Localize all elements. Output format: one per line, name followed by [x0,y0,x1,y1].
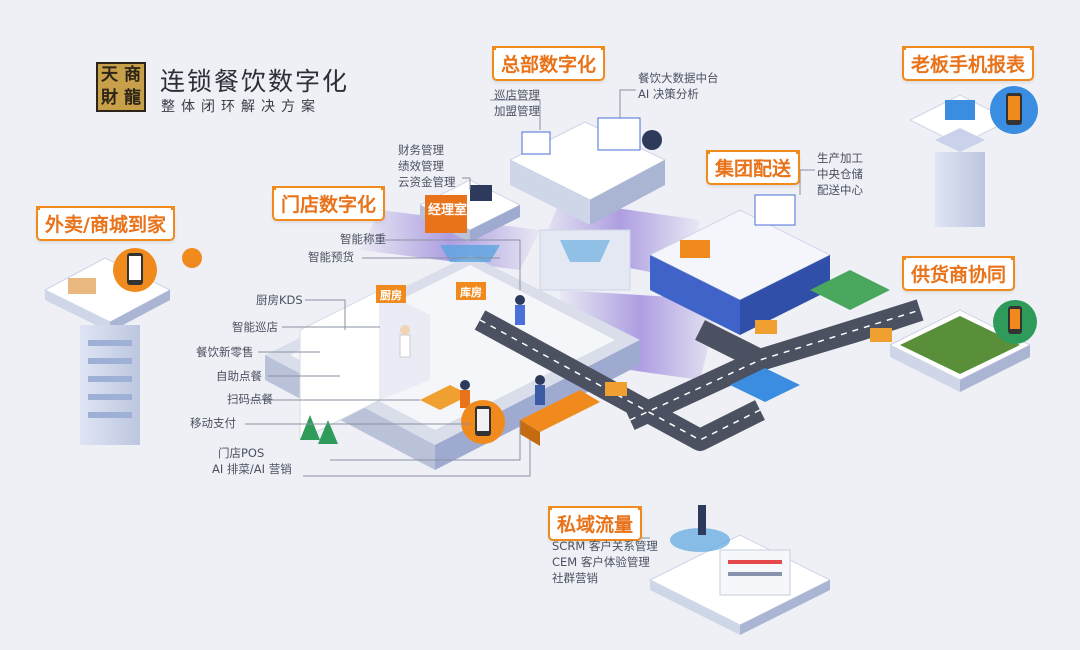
distribution-item: 生产加工 [817,151,863,165]
logo-char: 財 [101,88,118,108]
manager-item: 财务管理 [398,143,444,157]
badge-private-traffic: 私域流量 [548,506,643,541]
brand-logo: 天 商 財 龍 [96,62,146,112]
brand-title: 连锁餐饮数字化 [160,67,350,96]
badge-headquarters: 总部数字化 [492,46,606,81]
supplier-farm [888,300,1037,392]
hq-platform [508,117,667,291]
store-feature: 智能预货 [308,250,354,264]
hq-items: 巡店管理 加盟管理 [494,87,540,119]
boss-mobile-tower [908,86,1038,227]
leader-lines [245,89,815,539]
store-feature: AI 排菜/AI 营销 [212,462,292,476]
store-feature: 自助点餐 [216,369,262,383]
logo-char: 龍 [124,88,141,108]
kitchen-sign-plate [376,285,406,303]
manager-room-sign: 经理室 [428,203,468,218]
hq-extra: 餐饮大数据中台 AI 决策分析 [638,70,719,102]
badge-supplier: 供货商协同 [902,256,1016,291]
private-traffic-platform [648,505,832,635]
distribution-item: 配送中心 [817,183,863,197]
manager-items: 财务管理 绩效管理 云资金管理 [398,142,456,190]
manager-office [418,179,522,262]
hq-item: 加盟管理 [494,104,540,118]
storage-sign-plate [456,282,486,300]
badge-boss-mobile: 老板手机报表 [902,46,1035,81]
hq-extra-item: 餐饮大数据中台 [638,71,719,85]
private-traffic-item: SCRM 客户关系管理 [552,539,658,553]
store-platform [265,255,640,470]
badge-distribution: 集团配送 [706,150,801,185]
logo-char: 商 [124,65,141,85]
kitchen-sign: 厨房 [380,289,402,302]
pond [730,368,800,402]
hq-item: 巡店管理 [494,88,540,102]
store-feature: 扫码点餐 [227,392,273,406]
store-feature: 智能称重 [340,232,386,246]
garden-tile [810,270,890,310]
badge-store: 门店数字化 [272,186,386,221]
private-traffic-item: 社群营销 [552,571,598,585]
distribution-building [648,194,832,335]
logo-char: 天 [101,65,118,85]
private-traffic-items: SCRM 客户关系管理 CEM 客户体验管理 社群营销 [552,538,658,586]
hq-extra-item: AI 决策分析 [638,87,699,101]
store-feature: 智能巡店 [232,320,278,334]
store-feature: 门店POS [218,446,265,460]
delivery-trucks [605,320,892,396]
badge-delivery: 外卖/商城到家 [36,206,175,241]
manager-item: 绩效管理 [398,159,444,173]
store-feature: 厨房KDS [256,293,303,307]
distribution-item: 中央仓储 [817,167,863,181]
distribution-items: 生产加工 中央仓储 配送中心 [817,150,863,198]
private-traffic-item: CEM 客户体验管理 [552,555,650,569]
storage-sign: 库房 [460,286,482,299]
manager-item: 云资金管理 [398,175,456,189]
delivery-tower [43,248,202,445]
store-feature: 餐饮新零售 [196,345,254,359]
store-feature: 移动支付 [190,416,236,430]
brand-subtitle: 整体闭环解决方案 [161,99,321,115]
